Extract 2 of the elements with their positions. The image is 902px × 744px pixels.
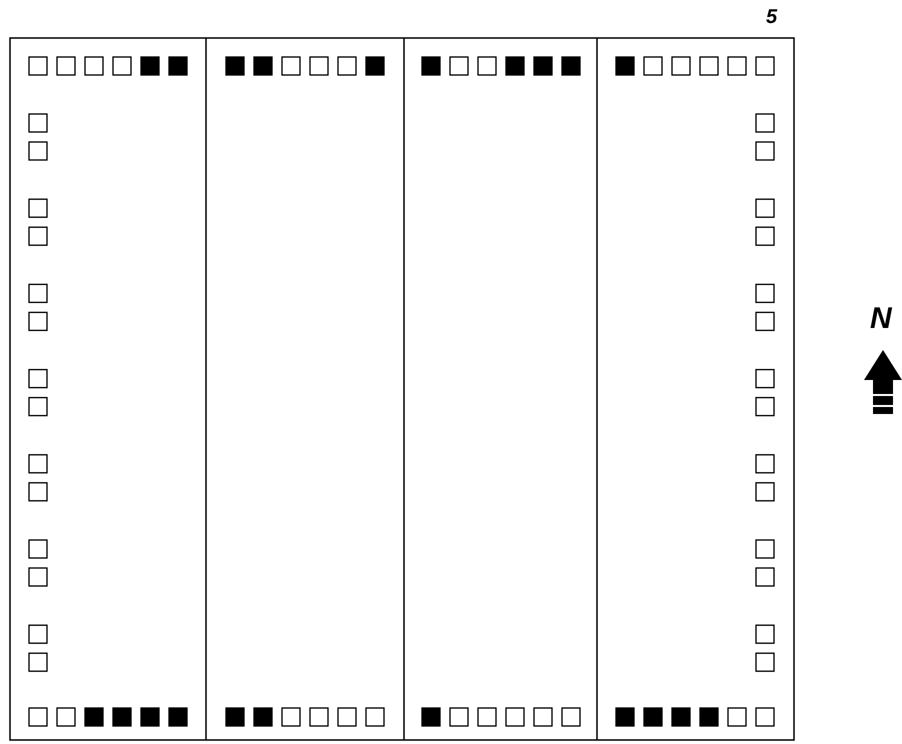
north-label: N xyxy=(870,302,892,336)
page-number: 5 xyxy=(766,6,778,29)
